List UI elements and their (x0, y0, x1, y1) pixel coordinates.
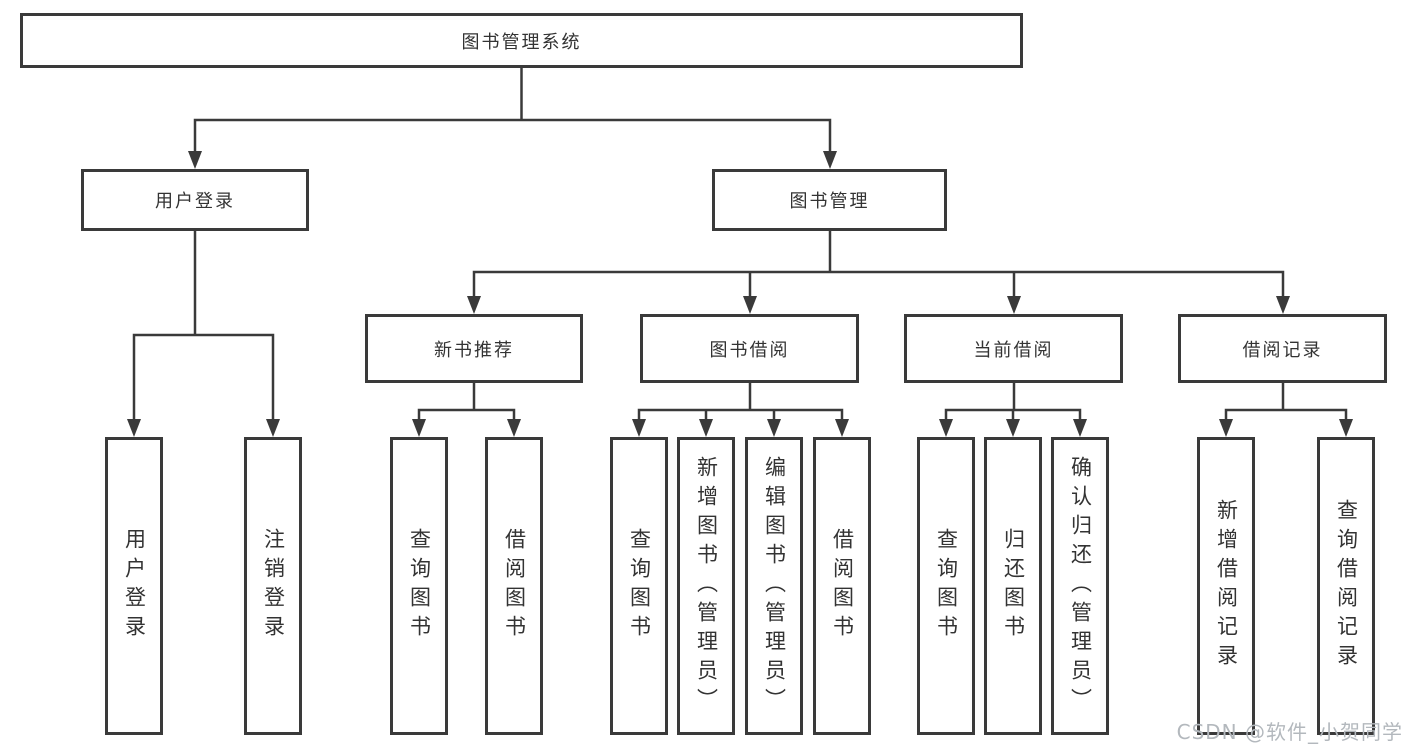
node-label: 图书借阅 (709, 339, 790, 361)
node-label: 借阅记录 (1242, 339, 1323, 361)
node-leaf-query-borrow-record: 查询借阅记录 (1317, 437, 1375, 735)
node-label: 编辑图书（管理员） (762, 455, 787, 717)
arrowheads (127, 151, 1353, 437)
node-label: 图书管理系统 (461, 31, 582, 53)
node-label: 用户登录 (122, 528, 147, 644)
node-borrowing-records: 借阅记录 (1178, 314, 1387, 383)
node-label: 图书管理 (789, 191, 870, 212)
node-label: 归还图书 (1001, 528, 1026, 644)
node-leaf-edit-books-admin: 编辑图书（管理员） (745, 437, 803, 735)
node-leaf-query-books-recommend: 查询图书 (390, 437, 448, 735)
node-current-borrowing: 当前借阅 (904, 314, 1123, 383)
node-leaf-borrow-books-recommend: 借阅图书 (485, 437, 543, 735)
node-leaf-add-borrow-record: 新增借阅记录 (1197, 437, 1255, 735)
node-leaf-borrow-books: 借阅图书 (813, 437, 871, 735)
node-label: 借阅图书 (830, 528, 855, 644)
node-leaf-logout: 注销登录 (244, 437, 302, 735)
node-label: 新书推荐 (434, 339, 514, 361)
node-leaf-confirm-return-admin: 确认归还（管理员） (1051, 437, 1109, 735)
node-leaf-query-books-current: 查询图书 (917, 437, 975, 735)
node-leaf-add-books-admin: 新增图书（管理员） (677, 437, 735, 735)
node-label: 查询借阅记录 (1334, 499, 1359, 673)
node-leaf-user-login: 用户登录 (105, 437, 163, 735)
node-new-book-recommend: 新书推荐 (365, 314, 583, 383)
node-label: 新增借阅记录 (1214, 499, 1239, 673)
node-book-borrowing: 图书借阅 (640, 314, 859, 383)
node-label: 确认归还（管理员） (1068, 455, 1093, 717)
node-leaf-query-books-borrowing: 查询图书 (610, 437, 668, 735)
node-label: 当前借阅 (973, 339, 1054, 361)
node-root-library-system: 图书管理系统 (20, 13, 1023, 68)
node-label: 借阅图书 (502, 528, 527, 644)
node-label: 查询图书 (627, 528, 652, 644)
node-label: 用户登录 (155, 191, 235, 212)
node-user-login-group: 用户登录 (81, 169, 309, 231)
node-leaf-return-books: 归还图书 (984, 437, 1042, 735)
node-label: 查询图书 (934, 528, 959, 644)
node-label: 新增图书（管理员） (694, 455, 719, 717)
csdn-watermark: CSDN @软件_小贺同学 (1176, 720, 1403, 744)
node-label: 注销登录 (261, 528, 286, 644)
node-book-management: 图书管理 (712, 169, 947, 231)
node-label: 查询图书 (407, 528, 432, 644)
